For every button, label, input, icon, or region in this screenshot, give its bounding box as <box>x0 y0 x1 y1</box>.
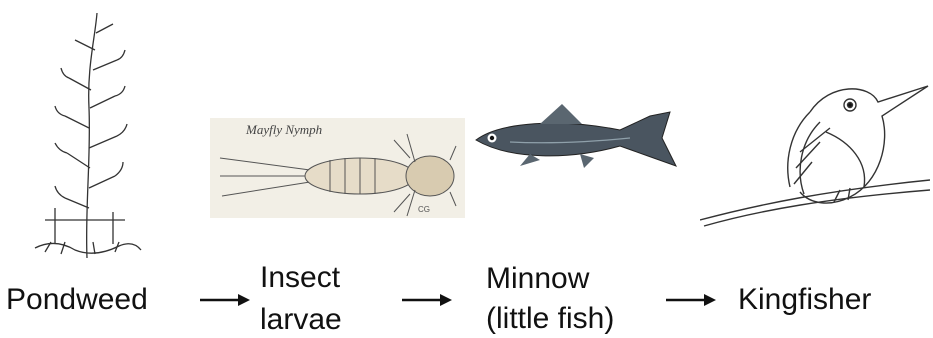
minnow-label-line-1: Minnow <box>486 262 614 296</box>
mayfly-nymph-illustration: Mayfly Nymph CG <box>210 118 465 218</box>
right-arrow-icon <box>200 292 252 308</box>
insect-larvae-label: Insect larvae <box>260 261 342 337</box>
right-arrow-icon <box>402 292 454 308</box>
right-arrow-icon <box>666 292 718 308</box>
pondweed-illustration <box>25 8 145 260</box>
minnow-label-line-2: (little fish) <box>486 302 614 336</box>
insect-label-line-1: Insect <box>260 261 342 295</box>
mayfly-caption: Mayfly Nymph <box>245 122 322 137</box>
minnow-label: Minnow (little fish) <box>486 262 614 336</box>
kingfisher-label: Kingfisher <box>738 283 871 317</box>
insect-label-line-2: larvae <box>260 303 342 337</box>
minnow-fish-illustration <box>470 102 680 172</box>
kingfisher-bird-illustration <box>700 72 930 232</box>
pondweed-label: Pondweed <box>6 283 148 317</box>
mayfly-initials: CG <box>418 205 430 214</box>
